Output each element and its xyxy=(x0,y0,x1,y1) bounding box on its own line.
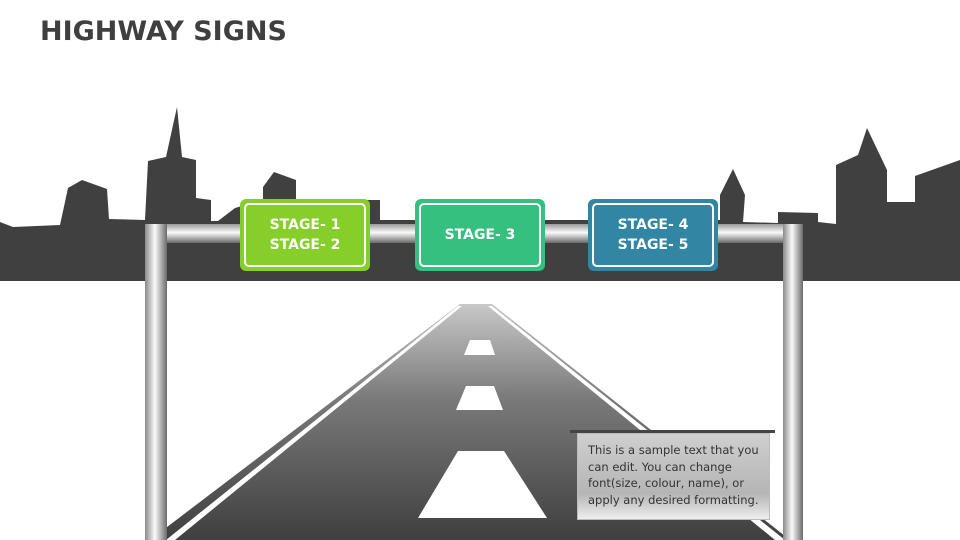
lane-dash xyxy=(464,340,495,355)
sign-line: STAGE- 2 xyxy=(269,237,341,253)
textbox-top-rule xyxy=(570,430,775,433)
lane-dash xyxy=(418,451,547,518)
highway-sign-stage-4-5[interactable]: STAGE- 4 STAGE- 5 xyxy=(588,199,718,271)
sign-line: STAGE- 3 xyxy=(444,227,516,243)
road-edge-left xyxy=(166,306,462,540)
sign-line: STAGE- 1 xyxy=(269,217,341,233)
lane-dash xyxy=(456,386,503,410)
sample-text-box[interactable]: This is a sample text that you can edit.… xyxy=(577,433,770,520)
slide-title[interactable]: HIGHWAY SIGNS xyxy=(40,16,287,47)
highway-sign-stage-3[interactable]: STAGE- 3 xyxy=(415,199,545,271)
sign-line: STAGE- 5 xyxy=(617,237,689,253)
gantry-post-right xyxy=(783,224,803,540)
highway-sign-stage-1-2[interactable]: STAGE- 1 STAGE- 2 xyxy=(240,199,370,271)
gantry-post-left xyxy=(145,224,167,540)
sign-line: STAGE- 4 xyxy=(617,217,689,233)
